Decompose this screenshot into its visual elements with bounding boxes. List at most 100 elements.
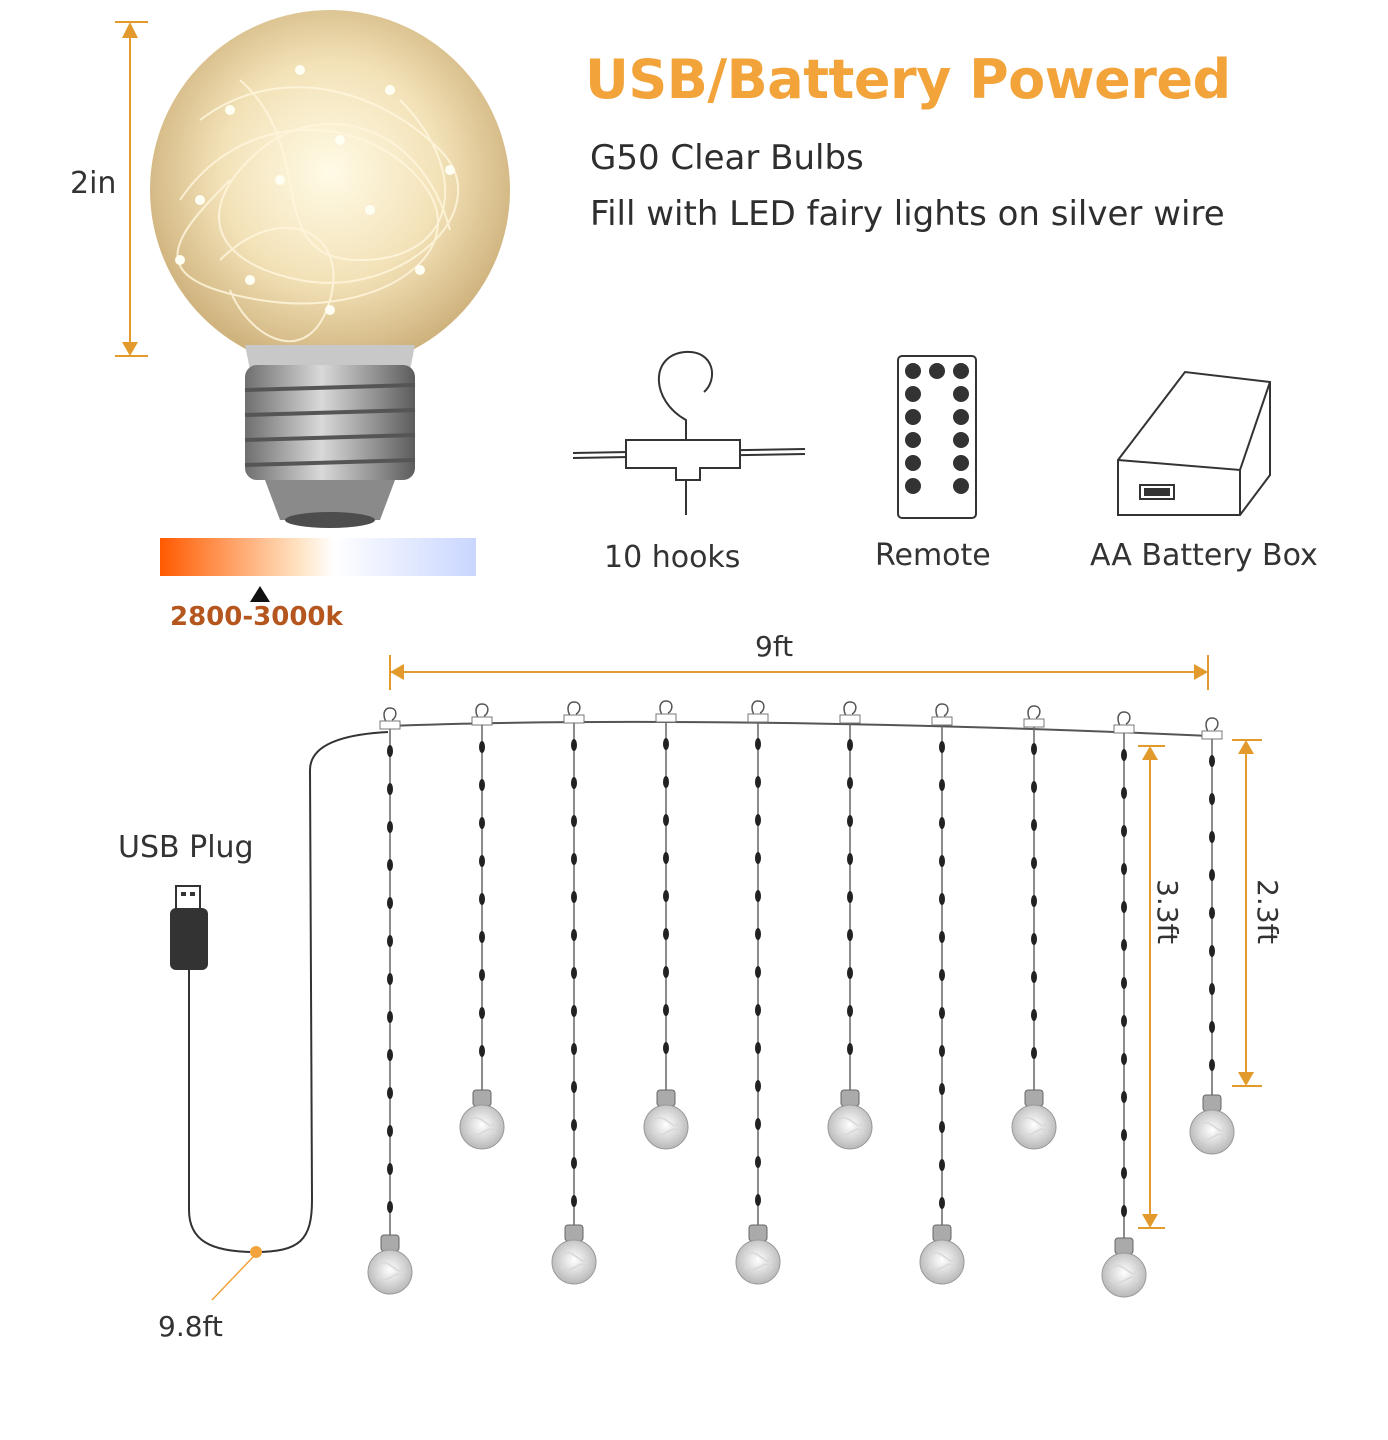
mini-bulb-icon xyxy=(919,1224,965,1285)
led-dot xyxy=(755,1080,761,1092)
led-dot xyxy=(847,1043,853,1055)
led-dot xyxy=(1031,857,1037,869)
led-dot xyxy=(1121,863,1127,875)
led-dot xyxy=(663,814,669,826)
strand xyxy=(735,700,781,1285)
led-dot xyxy=(387,821,393,833)
led-dot xyxy=(387,973,393,985)
led-dot xyxy=(1031,895,1037,907)
led-dot xyxy=(571,1195,577,1207)
led-dot xyxy=(1121,1053,1127,1065)
short-strand-label: 2.3ft xyxy=(1250,879,1284,944)
led-dot xyxy=(1121,1015,1127,1027)
cable-length-leader xyxy=(211,1256,254,1301)
led-dot xyxy=(939,1197,945,1209)
width-dimension xyxy=(389,655,1209,690)
led-dot xyxy=(755,1118,761,1130)
led-dot xyxy=(387,1163,393,1175)
led-dot xyxy=(847,929,853,941)
led-dot xyxy=(939,969,945,981)
color-temperature-bar xyxy=(160,538,476,576)
usb-plug-icon xyxy=(170,885,208,970)
usb-cable xyxy=(188,731,389,1254)
mini-bulb-icon xyxy=(459,1089,505,1150)
led-dot xyxy=(1121,1091,1127,1103)
usb-plug-label: USB Plug xyxy=(118,830,254,865)
led-dot xyxy=(847,853,853,865)
led-dot xyxy=(755,738,761,750)
led-dot xyxy=(1031,743,1037,755)
led-dot xyxy=(479,931,485,943)
mini-bulb-icon xyxy=(1101,1237,1147,1298)
mini-bulb-icon xyxy=(551,1224,597,1285)
strand xyxy=(643,700,689,1150)
led-dot xyxy=(479,817,485,829)
long-strand-label: 3.3ft xyxy=(1150,879,1184,944)
led-dot xyxy=(755,928,761,940)
led-dot xyxy=(663,1042,669,1054)
led-dot xyxy=(1209,1059,1215,1071)
led-dot xyxy=(1031,971,1037,983)
led-dot xyxy=(663,1004,669,1016)
hook-clip-icon xyxy=(1027,705,1041,725)
led-dot xyxy=(479,779,485,791)
led-dot xyxy=(387,859,393,871)
strand xyxy=(919,703,965,1285)
led-dot xyxy=(663,966,669,978)
mini-bulb-icon xyxy=(827,1089,873,1150)
led-dot xyxy=(571,739,577,751)
led-dot xyxy=(847,739,853,751)
mini-bulb-icon xyxy=(1011,1089,1057,1150)
led-dot xyxy=(571,1119,577,1131)
led-dot xyxy=(1209,1021,1215,1033)
subheading-bulb-type: G50 Clear Bulbs xyxy=(590,138,864,178)
hook-clip-icon xyxy=(935,703,949,723)
light-strands xyxy=(367,700,1235,1298)
led-dot xyxy=(847,891,853,903)
led-dot xyxy=(847,1005,853,1017)
led-dot xyxy=(1031,781,1037,793)
bulb-illustration xyxy=(150,10,510,528)
led-dot xyxy=(571,929,577,941)
headline: USB/Battery Powered xyxy=(585,48,1231,111)
led-dot xyxy=(479,969,485,981)
led-dot xyxy=(1209,945,1215,957)
led-dot xyxy=(387,745,393,757)
led-dot xyxy=(1031,819,1037,831)
led-dot xyxy=(847,815,853,827)
led-dot xyxy=(571,1157,577,1169)
long-strand-dimension xyxy=(1138,745,1165,1229)
hooks-label: 10 hooks xyxy=(604,540,741,575)
led-dot xyxy=(939,779,945,791)
strand xyxy=(459,703,505,1150)
bulb-height-dimension xyxy=(115,21,148,357)
hook-clip-icon xyxy=(751,700,765,720)
led-dot xyxy=(847,777,853,789)
strand xyxy=(367,707,413,1295)
led-dot xyxy=(479,893,485,905)
led-dot xyxy=(755,852,761,864)
strand xyxy=(1011,705,1057,1150)
led-dot xyxy=(1209,755,1215,767)
strand xyxy=(827,701,873,1150)
cable-length-label: 9.8ft xyxy=(158,1310,223,1343)
hook-clip-icon xyxy=(567,701,581,721)
led-dot xyxy=(663,890,669,902)
led-dot xyxy=(939,817,945,829)
led-dot xyxy=(1121,749,1127,761)
led-dot xyxy=(1121,787,1127,799)
led-dot xyxy=(571,815,577,827)
led-dot xyxy=(571,1043,577,1055)
led-dot xyxy=(663,776,669,788)
led-dot xyxy=(1209,983,1215,995)
led-dot xyxy=(571,967,577,979)
hook-clip-icon xyxy=(383,707,397,727)
strand xyxy=(551,701,597,1285)
led-dot xyxy=(571,891,577,903)
hook-clip-icon xyxy=(1117,711,1131,731)
mini-bulb-icon xyxy=(735,1224,781,1285)
led-dot xyxy=(479,1007,485,1019)
led-dot xyxy=(755,1042,761,1054)
battery-box-label: AA Battery Box xyxy=(1090,538,1318,573)
led-dot xyxy=(571,1005,577,1017)
